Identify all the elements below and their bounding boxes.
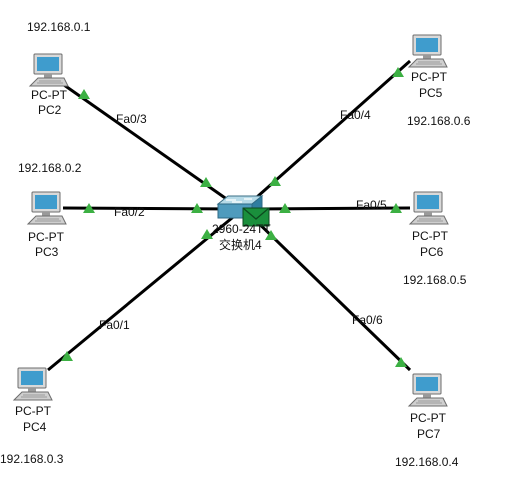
device-type-pc3: PC-PT <box>28 230 64 244</box>
port-label-pc5: Fa0/4 <box>340 108 371 122</box>
port-label-pc2: Fa0/3 <box>116 112 147 126</box>
device-name-pc3: PC3 <box>35 245 59 259</box>
port-label-pc7: Fa0/6 <box>352 313 383 327</box>
device-type-pc5: PC-PT <box>411 70 447 84</box>
status-light <box>200 177 212 187</box>
port-label-pc6: Fa0/5 <box>356 198 387 212</box>
status-light <box>265 230 277 240</box>
pc-icon[interactable] <box>28 52 70 88</box>
status-light <box>279 203 291 213</box>
link-pc3[interactable] <box>62 206 239 211</box>
status-light <box>83 203 95 213</box>
pc-icon[interactable] <box>12 366 54 402</box>
device-name-pc2: PC2 <box>38 103 62 117</box>
ip-label-pc6: 192.168.0.5 <box>403 273 467 287</box>
device-name-pc4: PC4 <box>23 420 47 434</box>
ip-label-pc3: 192.168.0.2 <box>18 161 82 175</box>
device-type-pc4: PC-PT <box>15 404 51 418</box>
status-light <box>390 203 402 213</box>
status-light <box>392 67 404 77</box>
switch-name-label: 交换机4 <box>219 238 262 252</box>
status-light <box>269 176 281 186</box>
status-light <box>61 351 73 361</box>
device-type-pc6: PC-PT <box>412 229 448 243</box>
status-light <box>201 229 213 239</box>
device-type-pc7: PC-PT <box>410 411 446 425</box>
envelope-icon[interactable] <box>242 207 270 227</box>
device-name-pc5: PC5 <box>419 86 443 100</box>
link-status-lights <box>61 67 407 367</box>
status-light <box>78 89 90 99</box>
pc-icon[interactable] <box>407 372 449 408</box>
status-light <box>191 203 203 213</box>
ip-label-pc7: 192.168.0.4 <box>395 455 459 469</box>
device-name-pc6: PC6 <box>420 245 444 259</box>
link-pc2[interactable] <box>63 83 239 209</box>
pc-icon[interactable] <box>407 33 449 69</box>
ip-label-pc2: 192.168.0.1 <box>27 20 91 34</box>
pc-icon[interactable] <box>26 190 68 226</box>
device-name-pc7: PC7 <box>417 427 441 441</box>
switch-model-label: 2960-24TT <box>212 222 271 236</box>
port-label-pc3: Fa0/2 <box>114 205 145 219</box>
link-pc6[interactable] <box>247 206 411 211</box>
ip-label-pc4: 192.168.0.3 <box>0 452 64 466</box>
device-type-pc2: PC-PT <box>31 88 67 102</box>
ip-label-pc5: 192.168.0.6 <box>407 114 471 128</box>
status-light <box>395 357 407 367</box>
link-pc4[interactable] <box>47 211 239 372</box>
pc-icon[interactable] <box>408 190 450 226</box>
port-label-pc4: Fa0/1 <box>99 318 130 332</box>
